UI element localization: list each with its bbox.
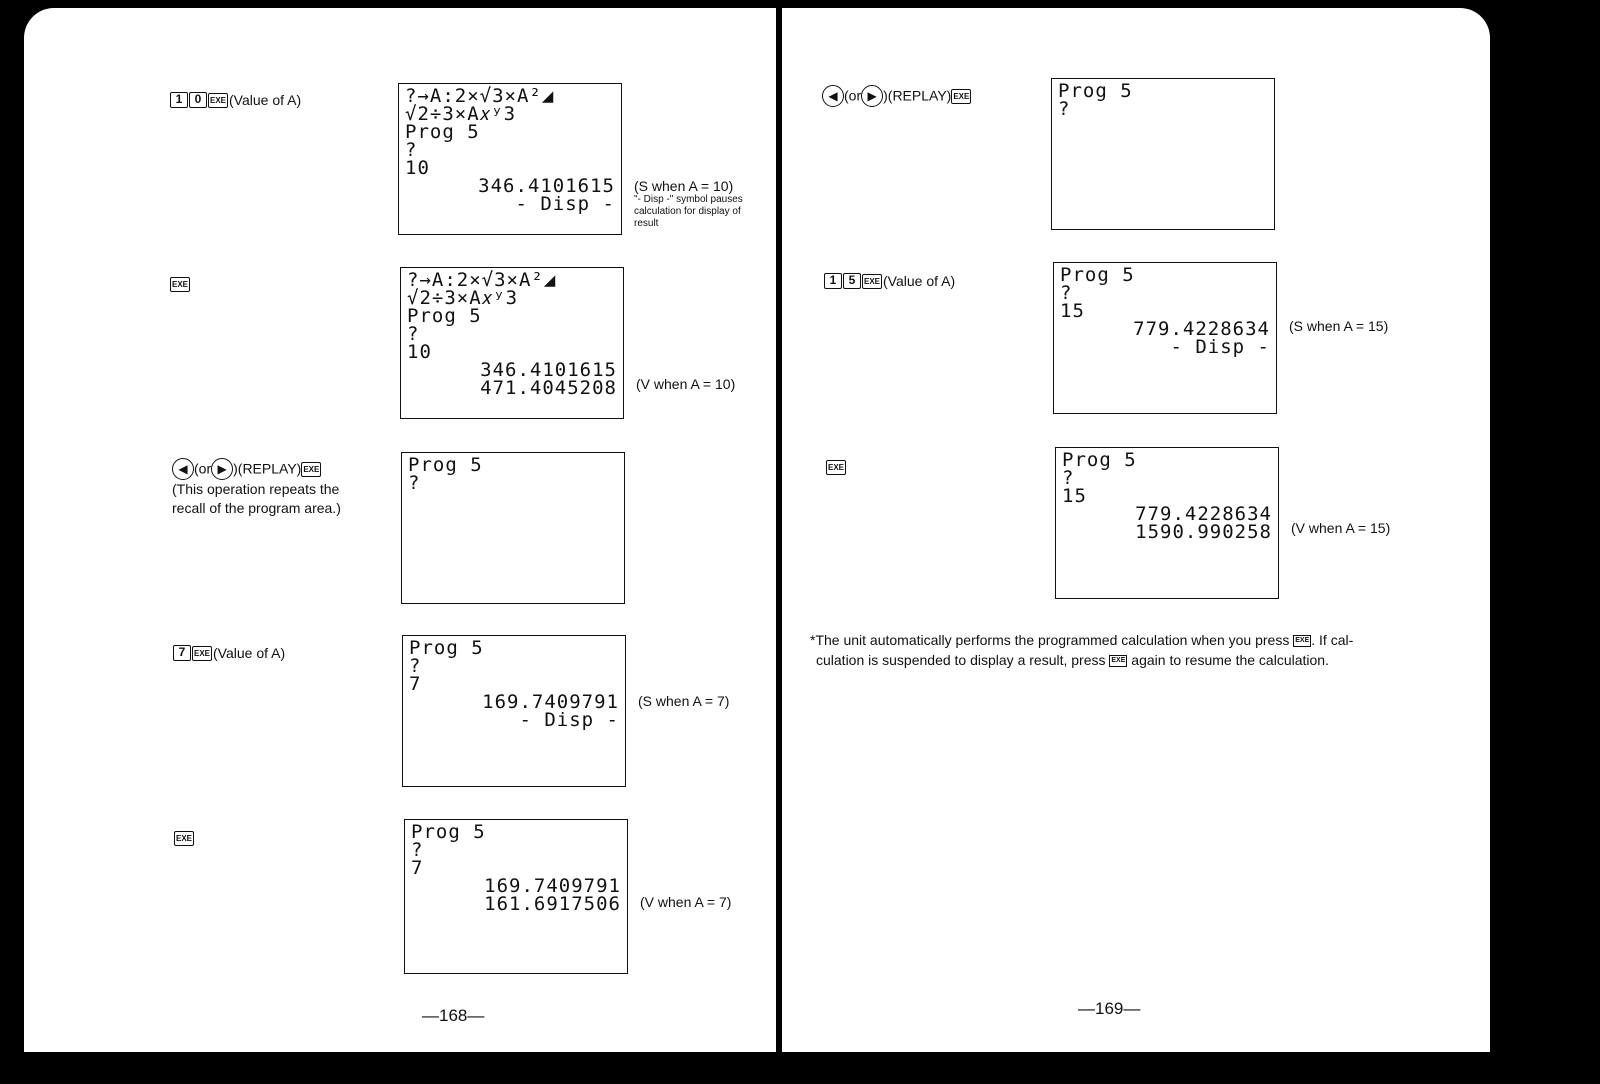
- lcd-line: 15: [1062, 485, 1087, 507]
- step-desc: (Value of A): [213, 644, 286, 661]
- step-desc: (Value of A): [229, 91, 302, 108]
- lcd-line: ?→A:2×√3×A²◢: [407, 269, 557, 291]
- lcd-line: ?: [1058, 98, 1071, 120]
- footnote-text: . If cal-: [1311, 632, 1354, 648]
- note-main: (S when A = 10): [634, 178, 734, 194]
- left-page-top-fill: [60, 8, 706, 20]
- right-page-top-fill: [808, 8, 1454, 20]
- key-exe: EXE: [174, 830, 195, 846]
- step-1-note: (S when A = 10) "- Disp -" symbol pauses…: [634, 178, 744, 230]
- key-exe: EXE: [208, 92, 229, 108]
- lcd-result: 779.4228634: [1135, 503, 1272, 525]
- step-5-keys: EXE: [174, 828, 195, 847]
- lcd-result: 161.6917506: [484, 893, 621, 915]
- step-desc: (Value of A): [883, 272, 956, 289]
- lcd-result: 471.4045208: [480, 377, 617, 399]
- right-step-2-note: (S when A = 15): [1289, 318, 1389, 334]
- step-2-keys: EXE: [170, 274, 191, 293]
- lcd-screen-r1: Prog 5 ?: [1051, 78, 1275, 230]
- lcd-line: 7: [411, 857, 424, 879]
- key-exe-inline: EXE: [1293, 635, 1312, 648]
- step-4-note: (S when A = 7): [638, 693, 730, 709]
- lcd-line: √2÷3×A𝑥ʸ3: [407, 287, 519, 309]
- lcd-line: 10: [405, 157, 430, 179]
- page-number-169: —169—: [1078, 999, 1141, 1018]
- lcd-line: Prog 5: [1062, 449, 1137, 471]
- left-arrow-key-icon: ◀: [172, 458, 194, 480]
- lcd-line: Prog 5: [405, 121, 480, 143]
- lcd-result: 1590.990258: [1135, 521, 1272, 543]
- step-3-keys: ◀(or▶)(REPLAY)EXE (This operation repeat…: [172, 458, 341, 518]
- lcd-screen-r2: Prog 5 ? 15 779.4228634 - Disp -: [1053, 262, 1277, 414]
- right-arrow-key-icon: ▶: [211, 458, 234, 480]
- replay-text: )(REPLAY): [233, 460, 302, 477]
- lcd-screen-3: Prog 5 ?: [401, 452, 625, 604]
- lcd-line: ?: [407, 323, 420, 345]
- lcd-line: ?: [408, 472, 421, 494]
- step-desc: recall of the program area.): [172, 500, 341, 516]
- lcd-line: ?: [411, 839, 424, 861]
- lcd-screen-2: ?→A:2×√3×A²◢ √2÷3×A𝑥ʸ3 Prog 5 ? 10 346.4…: [400, 267, 624, 419]
- key-5: 5: [843, 273, 861, 290]
- step-5-note: (V when A = 7): [640, 894, 732, 910]
- lcd-screen-r3: Prog 5 ? 15 779.4228634 1590.990258: [1055, 447, 1279, 599]
- lcd-line: ?: [1062, 467, 1075, 489]
- key-exe: EXE: [170, 276, 191, 292]
- lcd-screen-5: Prog 5 ? 7 169.7409791 161.6917506: [404, 819, 628, 974]
- key-exe-inline: EXE: [1109, 655, 1128, 668]
- lcd-line: Prog 5: [411, 821, 486, 843]
- key-1: 1: [170, 92, 188, 109]
- lcd-disp-symbol: - Disp -: [519, 709, 619, 731]
- key-exe: EXE: [192, 645, 213, 661]
- lcd-line: Prog 5: [1058, 80, 1133, 102]
- right-arrow-key-icon: ▶: [861, 85, 884, 107]
- replay-text: )(REPLAY): [883, 87, 952, 104]
- footnote: *The unit automatically performs the pro…: [810, 630, 1410, 670]
- key-exe: EXE: [301, 461, 322, 477]
- lcd-result: 346.4101615: [478, 175, 615, 197]
- key-exe: EXE: [862, 273, 883, 289]
- lcd-screen-4: Prog 5 ? 7 169.7409791 - Disp -: [402, 635, 626, 787]
- lcd-line: ?: [409, 655, 422, 677]
- key-7: 7: [173, 645, 191, 662]
- lcd-line: Prog 5: [408, 454, 483, 476]
- left-arrow-key-icon: ◀: [822, 85, 844, 107]
- step-2-note: (V when A = 10): [636, 376, 736, 392]
- footnote-text: culation is suspended to display a resul…: [816, 652, 1106, 668]
- lcd-disp-symbol: - Disp -: [515, 193, 615, 215]
- lcd-line: 10: [407, 341, 432, 363]
- lcd-line: √2÷3×A𝑥ʸ3: [405, 103, 517, 125]
- lcd-result: 169.7409791: [484, 875, 621, 897]
- lcd-result: 346.4101615: [480, 359, 617, 381]
- step-desc: (This operation repeats the: [172, 481, 340, 497]
- lcd-line: ?: [1060, 282, 1073, 304]
- footnote-text: *The unit automatically performs the pro…: [810, 632, 1290, 648]
- key-1: 1: [824, 273, 842, 290]
- lcd-line: 15: [1060, 300, 1085, 322]
- or-text: (or: [194, 460, 212, 477]
- lcd-line: ?: [405, 139, 418, 161]
- lcd-screen-1: ?→A:2×√3×A²◢ √2÷3×A𝑥ʸ3 Prog 5 ? 10 346.4…: [398, 83, 622, 235]
- key-0: 0: [189, 92, 207, 109]
- lcd-line: Prog 5: [409, 637, 484, 659]
- lcd-line: Prog 5: [1060, 264, 1135, 286]
- lcd-line: 7: [409, 673, 422, 695]
- key-exe: EXE: [951, 88, 972, 104]
- right-step-1-keys: ◀(or▶)(REPLAY)EXE: [822, 85, 972, 107]
- key-exe: EXE: [826, 459, 847, 475]
- or-text: (or: [844, 87, 862, 104]
- footnote-text: again to resume the calculation.: [1131, 652, 1329, 668]
- lcd-result: 779.4228634: [1133, 318, 1270, 340]
- lcd-disp-symbol: - Disp -: [1170, 336, 1270, 358]
- note-sub: "- Disp -" symbol pauses calculation for…: [634, 194, 743, 229]
- page-number-168: —168—: [422, 1006, 485, 1025]
- lcd-result: 169.7409791: [482, 691, 619, 713]
- right-step-3-note: (V when A = 15): [1291, 520, 1391, 536]
- lcd-line: ?→A:2×√3×A²◢: [405, 85, 555, 107]
- right-step-3-keys: EXE: [826, 457, 847, 476]
- lcd-line: Prog 5: [407, 305, 482, 327]
